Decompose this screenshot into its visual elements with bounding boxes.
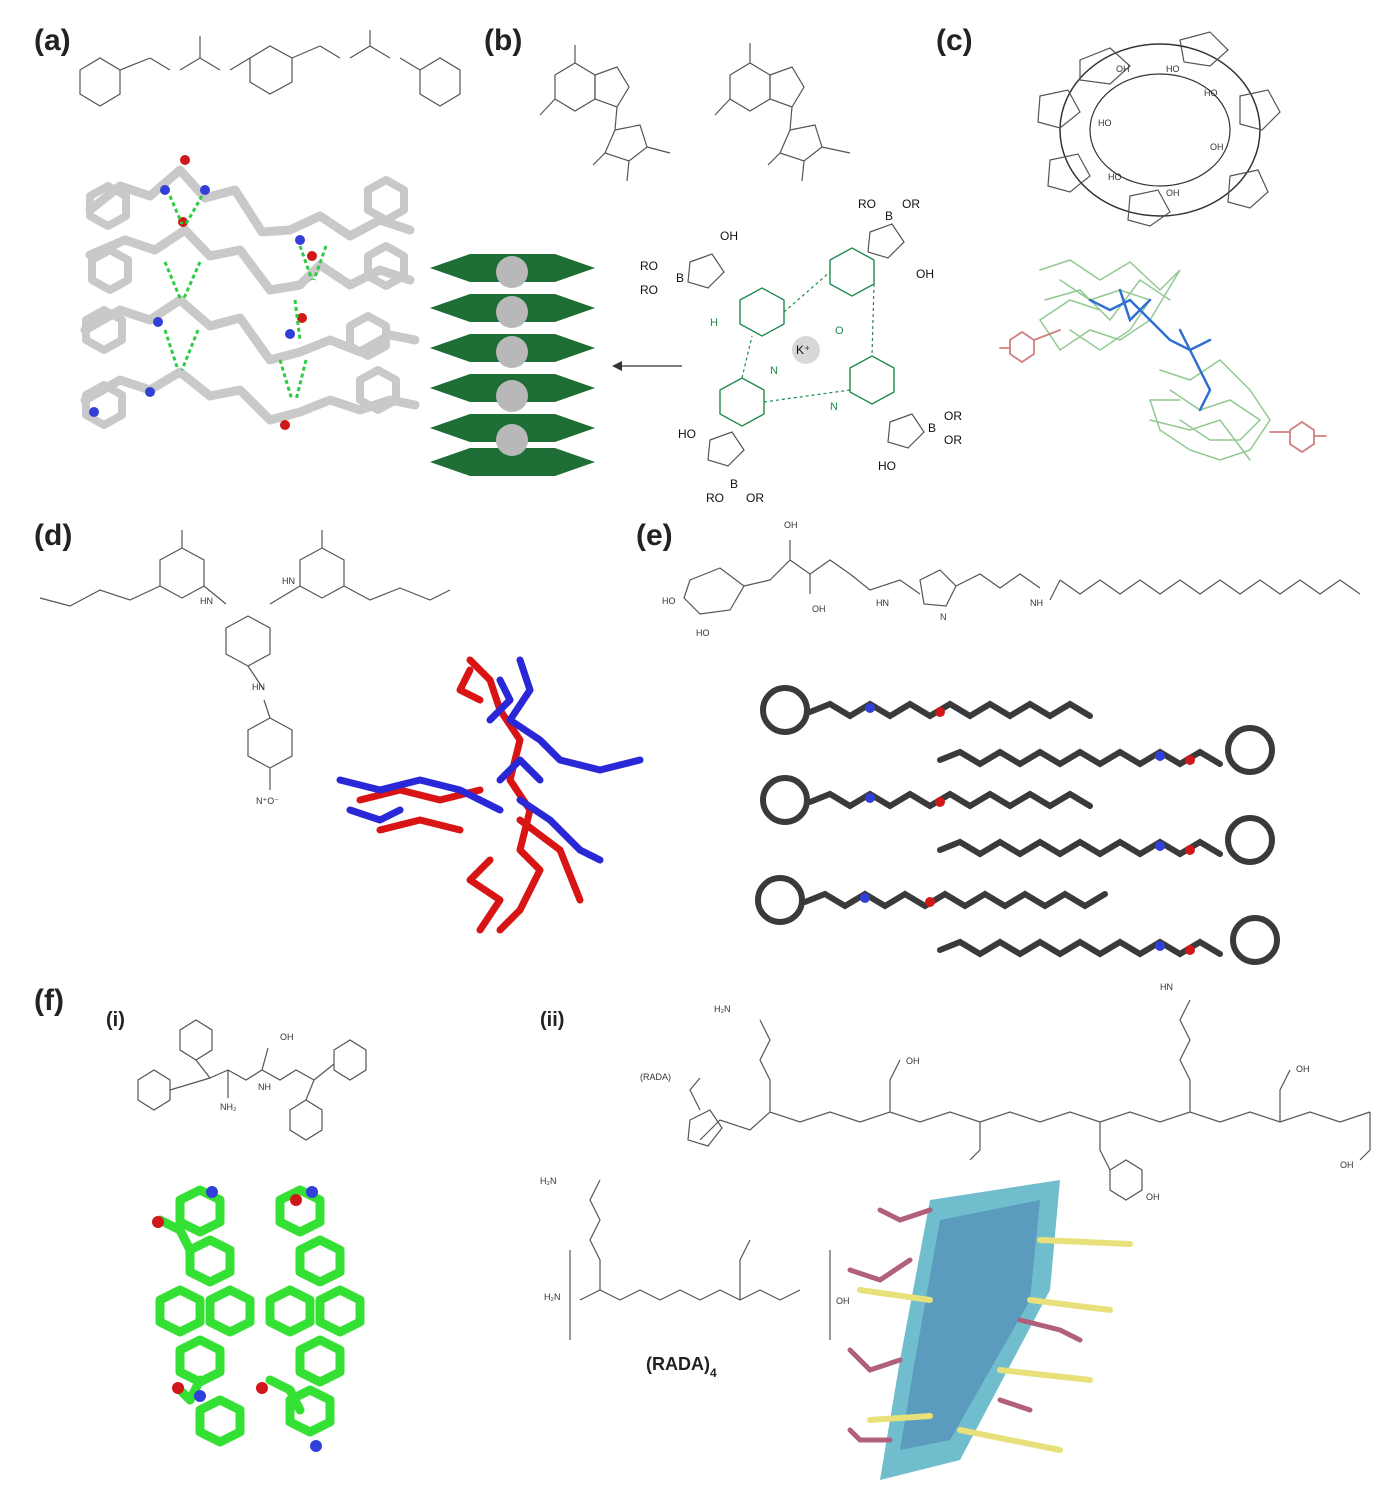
quartet-o-label: O (835, 325, 844, 337)
borate-or-1: OR (902, 197, 920, 211)
borate-or-2: OR (746, 491, 764, 505)
borate-ro-3: RO (858, 197, 876, 211)
panel-c-cyclodextrin: OH HO HO OH OH HO HO (1037, 31, 1281, 227)
panel-a-layer-3 (80, 295, 420, 365)
panel-f-i-structure: NH₂ OH NH (137, 1019, 367, 1141)
panel-f-sub-label-ii: (ii) (540, 1009, 564, 1031)
panel-f-ii-nanofiber-model (847, 1180, 1133, 1480)
e-oh-1: OH (784, 520, 798, 530)
borate-ro-1: RO (640, 259, 658, 273)
e-n: N (940, 612, 947, 622)
sugar-ho-1: HO (678, 427, 696, 441)
f-ii-oh-1: OH (906, 1056, 920, 1066)
panel-f-i-3d-model (152, 1185, 365, 1452)
rada4-subscript: 4 (710, 1366, 717, 1380)
potassium-ion-label: K⁺ (796, 343, 810, 357)
panel-a-layer-4 (80, 366, 420, 430)
borate-b-2: B (885, 209, 893, 223)
rada4-label: (RADA)4 (646, 1354, 717, 1380)
panel-a-crystal-packing (80, 155, 420, 430)
d-no2: N⁺O⁻ (256, 796, 279, 806)
borate-or-4: OR (944, 433, 962, 447)
rada-h2n: H₂N (540, 1176, 557, 1186)
rada-nh2: H₂N (544, 1292, 561, 1302)
panel-label-a: (a) (34, 24, 71, 57)
sugar-oh-1: OH (720, 229, 738, 243)
e-ho-2: HO (696, 628, 710, 638)
f-ii-oh-3: OH (1146, 1192, 1160, 1202)
panel-a-layer-1 (85, 155, 415, 245)
panel-label-e: (e) (636, 519, 673, 552)
panel-e-bilayer-model (755, 685, 1280, 965)
d-hn-2: HN (282, 576, 295, 586)
f-ii-hn-1: HN (1160, 982, 1173, 992)
panel-d-structure: HN HN HN N⁺O⁻ (39, 530, 451, 806)
e-row-5 (755, 875, 1108, 925)
e-ho-1: HO (662, 596, 676, 606)
panel-b-guanosine-2 (714, 43, 851, 182)
borate-b-1: B (676, 271, 684, 285)
d-hn-1: HN (200, 596, 213, 606)
rada4-text: (RADA) (646, 1354, 710, 1374)
f-ii-rada-prefix: (RADA) (640, 1072, 671, 1082)
panel-a-hydrogen-bonds (163, 195, 328, 401)
borate-ro-2: RO (640, 283, 658, 297)
panel-label-b: (b) (484, 24, 522, 57)
panel-f-ii-peptide-structure: (RADA) H₂N HN OH OH OH OH (640, 982, 1371, 1202)
borate-or-3: OR (944, 409, 962, 423)
panel-b-g-quadruplex-stack (430, 254, 595, 476)
f-ii-h2n-1: H₂N (714, 1004, 731, 1014)
rada-oh: OH (836, 1296, 850, 1306)
e-row-1 (760, 685, 1093, 735)
cd-ho-3: HO (1108, 172, 1122, 182)
f-ii-oh-2: OH (1296, 1064, 1310, 1074)
panel-b-guanosine-1 (539, 45, 671, 182)
quartet-n-label: N (770, 365, 778, 377)
borate-b-4: B (928, 421, 936, 435)
panel-b-arrow (612, 361, 682, 371)
e-row-6 (937, 915, 1280, 965)
d-hn-3: HN (252, 682, 265, 692)
e-nh: NH (1030, 598, 1043, 608)
e-row-4 (937, 815, 1275, 865)
sugar-oh-2: OH (916, 267, 934, 281)
sugar-ho-2: HO (878, 459, 896, 473)
borate-ro-4: RO (706, 491, 724, 505)
cd-oh-2: OH (1210, 142, 1224, 152)
cd-ho-2: HO (1204, 88, 1218, 98)
e-oh-2: OH (812, 604, 826, 614)
f-i-oh: OH (280, 1032, 294, 1042)
e-row-2 (937, 725, 1275, 775)
panel-c-inclusion-complex (999, 259, 1327, 461)
e-row-3 (760, 775, 1093, 825)
e-hn: HN (876, 598, 889, 608)
quartet-nh-label: N (830, 401, 838, 413)
panel-a-structure (79, 30, 461, 107)
cd-ho-4: HO (1098, 118, 1112, 128)
f-ii-oh-4: OH (1340, 1160, 1354, 1170)
cd-ho-1: HO (1166, 64, 1180, 74)
quartet-h2n-label: H (710, 317, 718, 329)
panel-d-3d-model (336, 656, 644, 934)
panel-a-layer-2 (85, 217, 415, 295)
f-i-nh2: NH₂ (220, 1102, 237, 1112)
cd-oh-1: OH (1116, 64, 1130, 74)
panel-label-c: (c) (936, 24, 973, 57)
borate-b-3: B (730, 477, 738, 491)
panel-label-f: (f) (34, 984, 64, 1017)
f-i-nh: NH (258, 1082, 271, 1092)
panel-e-structure: HO HO OH OH HN N NH (662, 520, 1361, 638)
panel-f-ii-rada-structure: H₂N H₂N OH (RADA)4 (540, 1176, 850, 1380)
cd-oh-3: OH (1166, 188, 1180, 198)
panel-label-d: (d) (34, 519, 72, 552)
panel-b-g-quartet: K⁺ H O N N RO RO B OH RO OR B OH HO RO O… (640, 197, 962, 505)
panel-f-sub-label-i: (i) (106, 1009, 125, 1031)
